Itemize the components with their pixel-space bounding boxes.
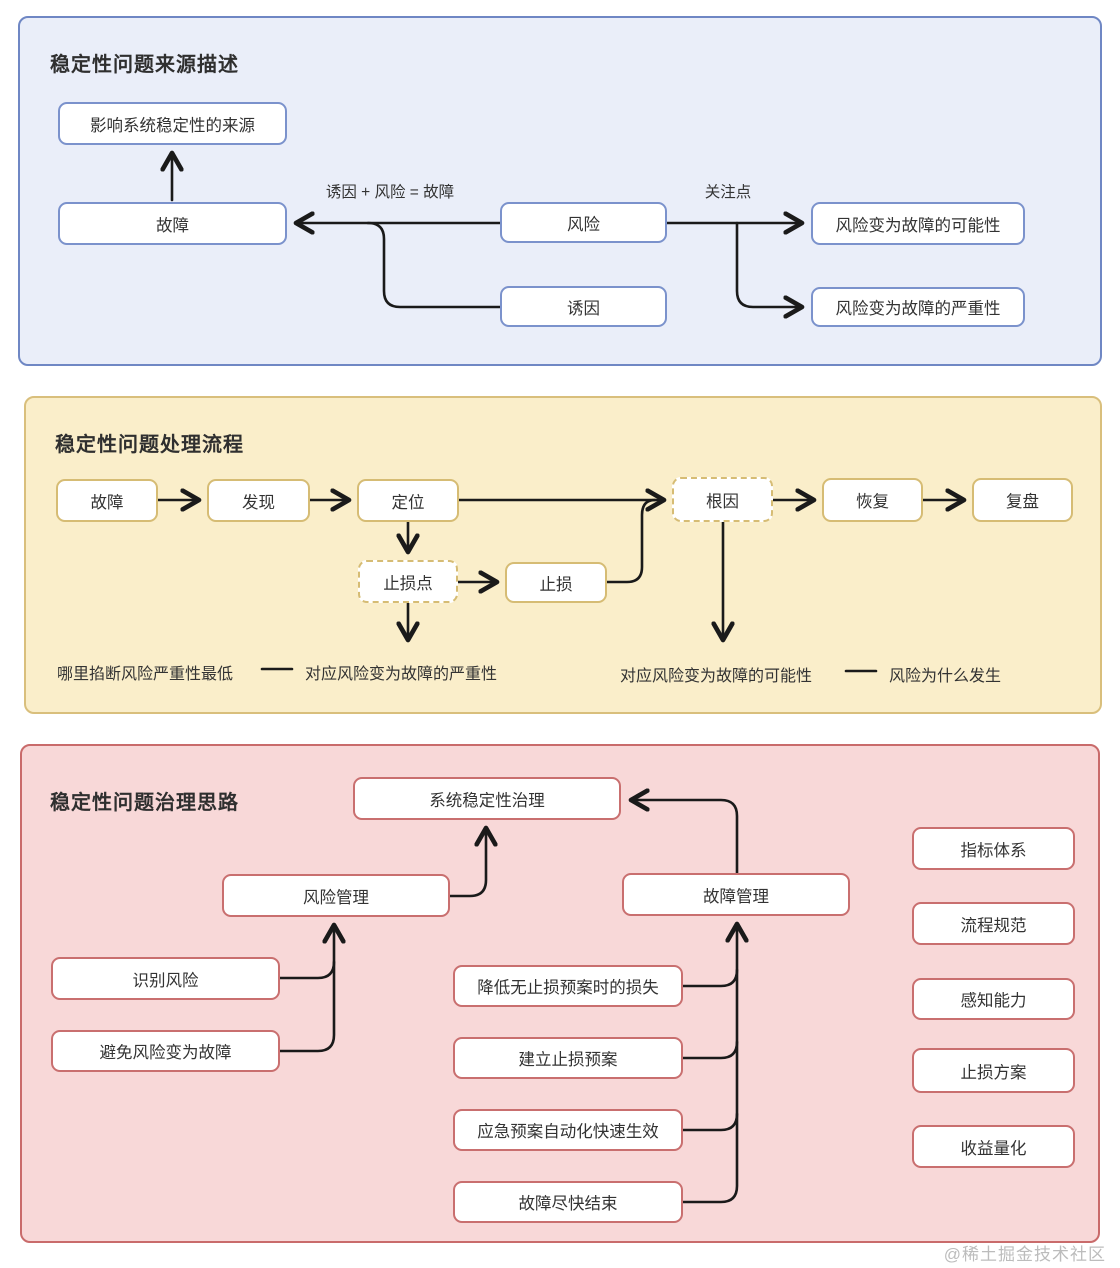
node-stoploss: 止损 [505, 562, 607, 603]
node-root-cause: 根因 [672, 477, 773, 522]
section-governance-title: 稳定性问题治理思路 [50, 792, 239, 814]
node-metrics-system: 指标体系 [912, 827, 1075, 870]
node-stoploss-point: 止损点 [358, 560, 458, 603]
node-perception: 感知能力 [912, 978, 1075, 1020]
node-stoploss-plan: 止损方案 [912, 1048, 1075, 1093]
node-discover: 发现 [207, 479, 310, 522]
section-source-title: 稳定性问题来源描述 [50, 54, 239, 76]
edge-label-focus: 关注点 [704, 184, 752, 201]
node-benefit-quant: 收益量化 [912, 1125, 1075, 1168]
node-reduce-loss: 降低无止损预案时的损失 [453, 965, 683, 1007]
annotation-left-answer: 对应风险变为故障的严重性 [305, 666, 498, 683]
annotation-right-answer: 对应风险变为故障的可能性 [620, 668, 813, 685]
section-process-panel [24, 396, 1102, 714]
node-process-spec: 流程规范 [912, 902, 1075, 945]
watermark: @稀土掘金技术社区 [943, 1245, 1106, 1264]
node-fault-management: 故障管理 [622, 873, 850, 916]
node-end-fault: 故障尽快结束 [453, 1181, 683, 1223]
node-system-governance: 系统稳定性治理 [353, 777, 621, 820]
annotation-left-question: 哪里掐断风险严重性最低 [57, 666, 234, 683]
node-risk-possibility: 风险变为故障的可能性 [811, 202, 1025, 245]
annotation-right-question: 风险为什么发生 [889, 668, 1002, 685]
node-build-plan: 建立止损预案 [453, 1037, 683, 1079]
node-recover: 恢复 [822, 478, 923, 522]
node-identify-risk: 识别风险 [51, 957, 280, 1000]
node-locate: 定位 [357, 479, 459, 522]
node-avoid-risk: 避免风险变为故障 [51, 1030, 280, 1072]
section-process-title: 稳定性问题处理流程 [55, 434, 244, 456]
node-stability-origin: 影响系统稳定性的来源 [58, 102, 287, 145]
node-risk-management: 风险管理 [222, 874, 450, 917]
edge-label-formula: 诱因 + 风险 = 故障 [325, 184, 455, 201]
node-trigger: 诱因 [500, 286, 667, 327]
node-risk: 风险 [500, 202, 667, 243]
node-fault-source: 故障 [58, 202, 287, 245]
node-review: 复盘 [972, 478, 1073, 522]
node-auto-plan: 应急预案自动化快速生效 [453, 1109, 683, 1151]
node-fault-process: 故障 [56, 479, 158, 522]
node-risk-severity: 风险变为故障的严重性 [811, 287, 1025, 327]
